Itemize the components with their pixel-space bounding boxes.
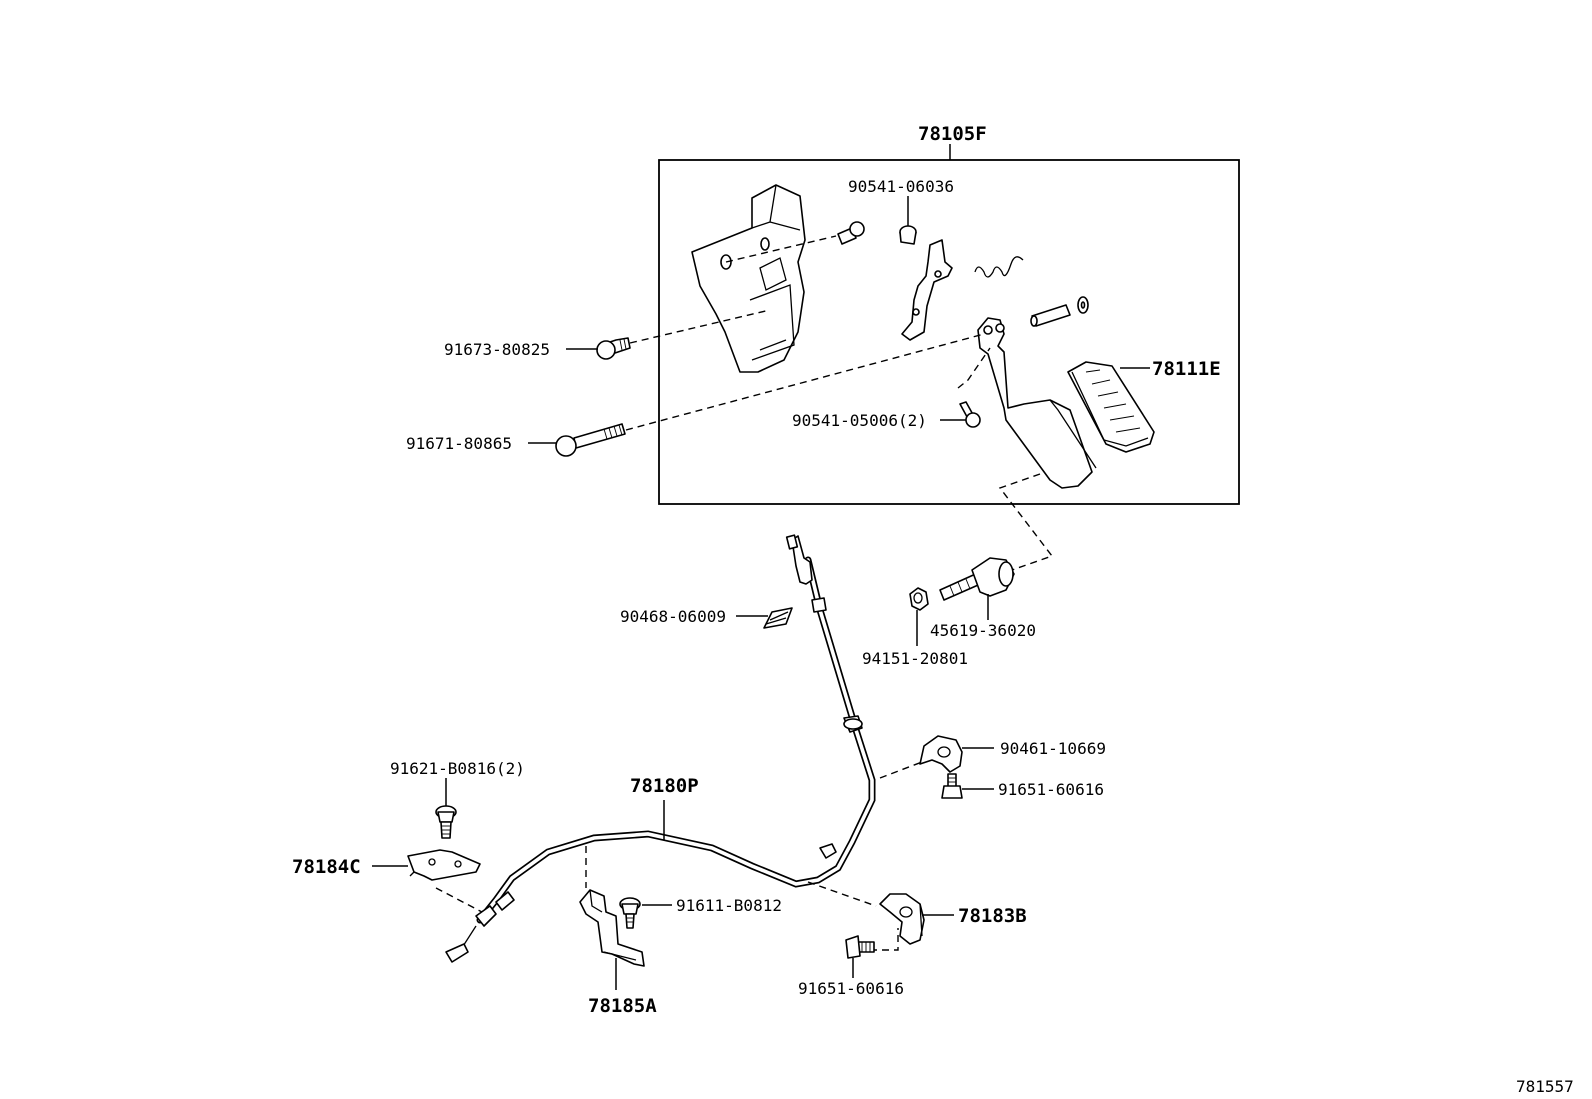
cover-screw-part [899,225,917,245]
clamp-upper-dash [879,761,923,779]
diagram-id: 781557 [1516,1077,1574,1096]
bolt-upper-part [941,773,963,799]
label-cable-clip: 90468-06009 [620,607,726,626]
label-cover-screw: 90541-06036 [848,177,954,196]
bushing [1030,304,1071,327]
label-bolt-short: 91673-80825 [444,340,550,359]
small-screw [837,221,865,245]
label-bracket-b: 78183B [958,905,1027,927]
cable-clip-part [763,607,793,629]
label-bracket-a: 78185A [588,995,657,1017]
label-bracket-c: 78184C [292,856,361,878]
label-cable: 78180P [630,775,699,797]
label-bolt-upper: 91651-60616 [998,780,1104,799]
stopper-bolt-part [939,557,1015,601]
bolt-long-part [555,423,626,457]
pedal-arm [977,317,1097,489]
label-pedal-pad: 78111E [1152,358,1221,380]
pedal-bracket [691,184,806,373]
bracket-b-dash [807,881,877,907]
accelerator-cable [445,534,876,963]
label-bolt-lower: 91651-60616 [798,979,904,998]
stopper-dash [957,347,991,389]
bolt-long-dash [625,333,985,431]
clamp-upper-part [919,735,963,773]
label-screw-c: 91621-B0816(2) [390,759,525,778]
pedal-stopper-dash [998,473,1054,571]
screw-dash [725,235,837,263]
washer-hole [1080,301,1086,309]
bracket-c-part [407,849,481,881]
bolt-short-part [596,337,631,360]
screw-a-part [619,897,641,929]
label-screw-a: 91611-B0812 [676,896,782,915]
label-nut: 94151-20801 [862,649,968,668]
stopper-part [959,401,981,428]
switch-plate [901,239,953,341]
label-stopper: 90541-05006(2) [792,411,927,430]
label-stopper-bolt: 45619-36020 [930,621,1036,640]
bracket-b-part [879,893,925,945]
bracket-a-part [579,889,645,967]
label-bolt-long: 91671-80865 [406,434,512,453]
assembly-frame [658,159,1240,505]
pedal-pad [1067,361,1155,453]
label-assembly: 78105F [918,123,987,145]
bolt-lower-dash [870,928,899,951]
screw-c-part [435,805,457,839]
nut-part [909,587,929,611]
bolt-lower-part [845,935,875,959]
label-clamp-upper: 90461-10669 [1000,739,1106,758]
return-spring [974,256,1024,278]
bracket-c-dash [435,887,483,913]
